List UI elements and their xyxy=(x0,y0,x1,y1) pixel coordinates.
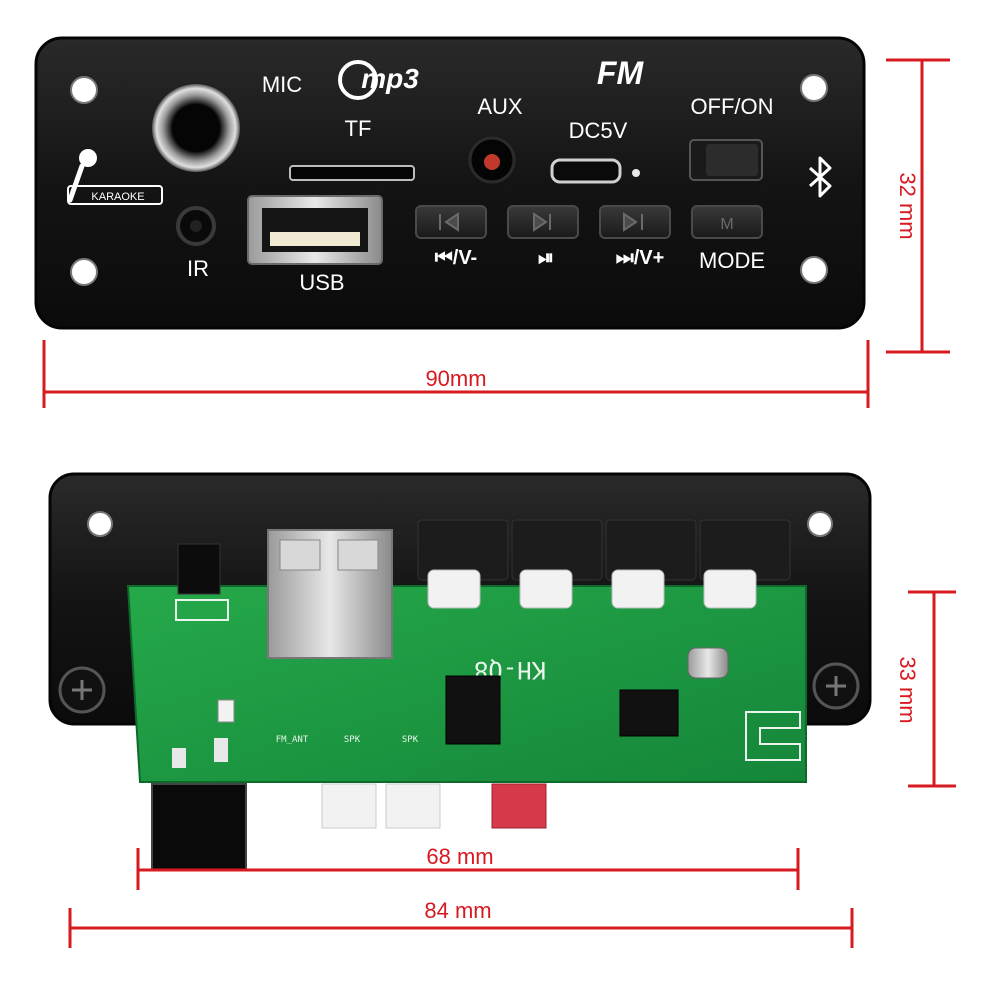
power-switch-knob xyxy=(706,144,758,176)
controller-chip xyxy=(619,689,679,737)
screw xyxy=(58,666,106,714)
mount-hole xyxy=(800,74,828,102)
solder-pad xyxy=(214,738,228,762)
back-height-dimension xyxy=(908,590,956,788)
aux-jack-body xyxy=(151,783,247,871)
prev-button[interactable] xyxy=(415,205,487,239)
solder-pad xyxy=(172,748,186,768)
micro-usb-port[interactable] xyxy=(550,158,622,184)
mode-button[interactable]: M xyxy=(691,205,763,239)
screw xyxy=(812,662,860,710)
next-button[interactable] xyxy=(599,205,671,239)
crystal-oscillator xyxy=(687,647,729,679)
mount-hole xyxy=(70,258,98,286)
prev-icon xyxy=(439,212,459,232)
mode-button-glyph: M xyxy=(720,216,733,233)
fm-ant-label: FM_ANT xyxy=(276,735,309,745)
bluetooth-icon xyxy=(808,156,832,198)
fm-logo: FM xyxy=(597,55,645,91)
play-pause-label: ⏯ xyxy=(538,247,554,269)
mount-hole xyxy=(807,511,833,537)
mic-label: MIC xyxy=(262,72,302,97)
power-connector xyxy=(491,783,547,829)
front-height-dimension xyxy=(886,58,950,354)
next-vol-up-label: ⏭/V+ xyxy=(616,247,665,269)
next-icon xyxy=(623,212,643,232)
mount-hole xyxy=(87,511,113,537)
panel-width-dimension xyxy=(68,908,854,948)
front-width-label: 90mm xyxy=(425,366,486,391)
karaoke-logo: KARAOKE xyxy=(67,149,163,205)
smd-component xyxy=(217,699,235,723)
mount-hole xyxy=(800,256,828,284)
tactile-switch xyxy=(703,569,757,609)
tf-card-slot[interactable] xyxy=(289,165,415,181)
usb-label: USB xyxy=(299,270,344,295)
panel-width-label: 84 mm xyxy=(424,898,491,923)
back-height-label: 33 mm xyxy=(895,656,920,723)
tactile-switch xyxy=(427,569,481,609)
tactile-switch xyxy=(611,569,665,609)
front-panel: MIC mp3 TF FM AUX DC5V OFF/ON xyxy=(34,36,866,330)
mp3-logo: mp3 xyxy=(338,60,419,100)
mic-jack-hole xyxy=(172,104,220,152)
speaker-connector xyxy=(385,783,441,829)
antenna-trace xyxy=(745,711,801,761)
karaoke-label: KARAOKE xyxy=(91,191,144,203)
front-width-dimension xyxy=(42,340,870,408)
aux-jack-pin xyxy=(484,154,500,170)
play-pause-icon xyxy=(533,212,551,232)
prev-vol-down-label: ⏮/V- xyxy=(435,247,477,269)
usb-port-tongue xyxy=(270,232,360,246)
mount-hole xyxy=(70,76,98,104)
aux-label: AUX xyxy=(477,94,523,119)
play-pause-button[interactable] xyxy=(507,205,579,239)
speaker-connector xyxy=(321,783,377,829)
ir-receiver-lens xyxy=(190,220,202,232)
board-width-label: 68 mm xyxy=(426,844,493,869)
ir-label: IR xyxy=(187,256,209,281)
ir-sensor-footprint xyxy=(175,599,229,621)
mode-label: MODE xyxy=(699,248,765,273)
front-height-label: 32 mm xyxy=(895,172,920,239)
pcb-board: KH-Q8 FM_ANT SPK SPK xyxy=(126,529,807,783)
amplifier-chip xyxy=(445,675,501,745)
tactile-switch xyxy=(519,569,573,609)
board-width-dimension xyxy=(136,848,800,890)
spk-label: SPK xyxy=(402,735,419,745)
tf-label: TF xyxy=(345,116,372,141)
mp3-logo-text: mp3 xyxy=(361,63,419,94)
power-led xyxy=(632,169,640,177)
off-on-label: OFF/ON xyxy=(690,94,773,119)
ir-sensor xyxy=(177,543,221,595)
dc5v-label: DC5V xyxy=(569,118,628,143)
spk-label: SPK xyxy=(344,735,361,745)
